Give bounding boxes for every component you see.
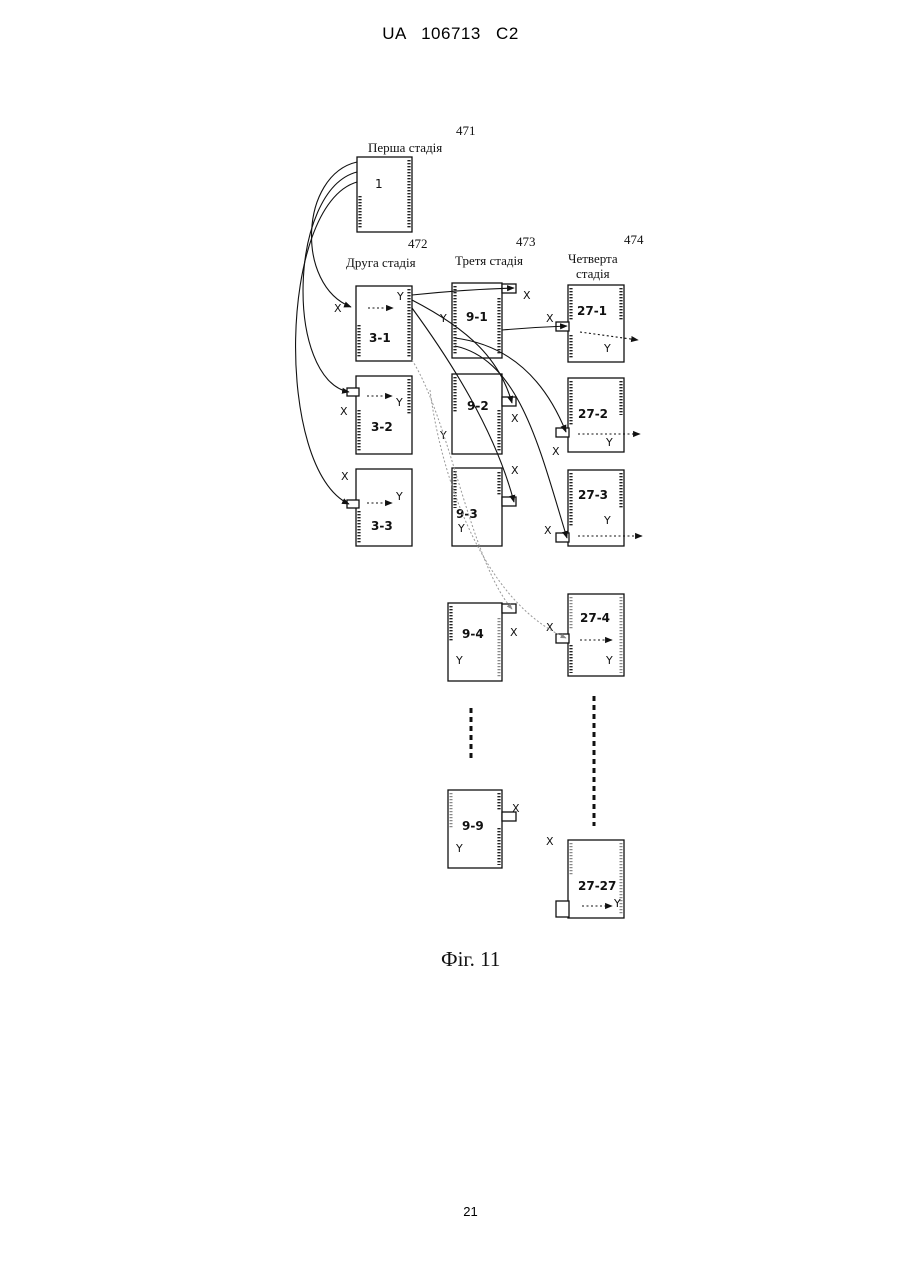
svg-text:X: X — [544, 524, 552, 537]
block-3-1-label: 3-1 — [369, 331, 391, 345]
svg-text:X: X — [340, 405, 348, 418]
block-3-2-label: 3-2 — [371, 420, 393, 434]
figure-caption: Фіг. 11 — [441, 947, 500, 971]
block-9-3: X Y 9-3 — [452, 464, 519, 546]
svg-text:X: X — [511, 412, 519, 425]
block-27-2: X Y 27-2 — [552, 378, 640, 458]
stage-ref-472: 472 — [408, 236, 428, 251]
svg-text:Y: Y — [603, 342, 611, 355]
block-27-4: X Y 27-4 — [546, 594, 624, 676]
block-27-4-label: 27-4 — [580, 611, 610, 625]
block-27-2-label: 27-2 — [578, 407, 608, 421]
svg-text:X: X — [510, 626, 518, 639]
page-number: 21 — [0, 1204, 901, 1219]
connectors-stage1-to-stage2 — [296, 162, 357, 504]
block-27-1-label: 27-1 — [577, 304, 607, 318]
svg-text:Y: Y — [605, 436, 613, 449]
svg-text:Y: Y — [605, 654, 613, 667]
block-27-3-label: 27-3 — [578, 488, 608, 502]
svg-text:X: X — [511, 464, 519, 477]
stage-label-third: Третя стадія — [455, 253, 523, 268]
stage-ref-474: 474 — [624, 232, 644, 247]
block-9-1: X Y 9-1 — [439, 283, 531, 358]
block-9-3-label: 9-3 — [456, 507, 478, 521]
stage-ref-473: 473 — [516, 234, 536, 249]
svg-text:Y: Y — [439, 312, 447, 325]
svg-text:X: X — [523, 289, 531, 302]
svg-text:X: X — [512, 802, 520, 815]
svg-text:Y: Y — [395, 396, 403, 409]
block-27-27-label: 27-27 — [578, 879, 616, 893]
block-1-label: 1 — [375, 177, 383, 191]
svg-text:X: X — [341, 470, 349, 483]
block-3-3-label: 3-3 — [371, 519, 393, 533]
block-9-4-label: 9-4 — [462, 627, 484, 641]
stage-ref-471: 471 — [456, 123, 476, 138]
svg-text:Y: Y — [455, 654, 463, 667]
svg-text:X: X — [546, 312, 554, 325]
block-1: 1 — [357, 157, 412, 232]
block-9-4: X Y 9-4 — [448, 603, 518, 681]
stage-label-second: Друга стадія — [346, 255, 416, 270]
block-27-1: X Y 27-1 — [546, 285, 638, 362]
svg-text:Y: Y — [396, 290, 404, 303]
svg-text:Y: Y — [613, 897, 621, 910]
block-3-2: X Y 3-2 — [340, 376, 412, 454]
svg-text:X: X — [552, 445, 560, 458]
block-3-1: X Y 3-1 — [334, 286, 412, 361]
block-9-9: X Y 9-9 — [448, 790, 520, 868]
svg-text:X: X — [334, 302, 342, 315]
svg-text:X: X — [546, 835, 554, 848]
stage-label-fourth-line2: стадія — [576, 266, 610, 281]
stage-label-fourth-line1: Четверта — [568, 251, 618, 266]
block-27-27: X Y 27-27 — [546, 835, 624, 918]
stage-label-first: Перша стадія — [368, 140, 442, 155]
block-9-1-label: 9-1 — [466, 310, 488, 324]
svg-text:Y: Y — [603, 514, 611, 527]
svg-text:Y: Y — [395, 490, 403, 503]
svg-text:Y: Y — [457, 522, 465, 535]
block-3-3: X Y 3-3 — [341, 469, 412, 546]
block-27-3: X Y 27-3 — [544, 470, 642, 546]
svg-text:Y: Y — [455, 842, 463, 855]
block-9-9-label: 9-9 — [462, 819, 484, 833]
svg-text:Y: Y — [439, 429, 447, 442]
